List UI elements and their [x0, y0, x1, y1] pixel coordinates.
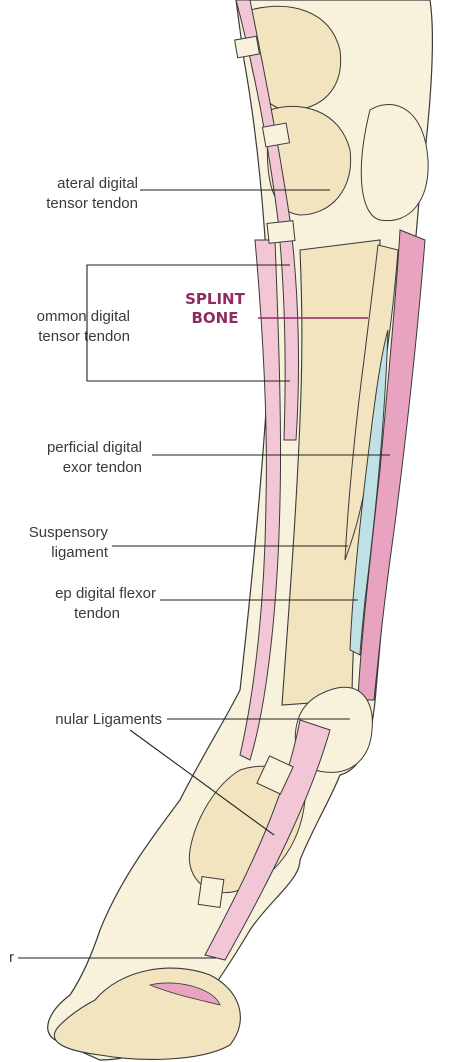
- label-common-extensor-line2: tensor tendon: [0, 327, 130, 347]
- label-splint-bone: SPLINT BONE: [176, 290, 254, 328]
- label-bottom: r: [0, 948, 14, 968]
- label-superficial-flexor-line2: exor tendon: [0, 458, 142, 478]
- annular-band-4: [262, 123, 289, 147]
- label-suspensory: Suspensory ligament: [0, 523, 108, 563]
- label-superficial-flexor: perficial digital exor tendon: [0, 438, 142, 478]
- annular-band-5: [267, 221, 295, 244]
- label-superficial-flexor-line1: perficial digital: [0, 438, 142, 458]
- label-lateral-extensor: ateral digital tensor tendon: [0, 174, 138, 214]
- label-splint-bone-line1: SPLINT: [176, 290, 254, 309]
- label-common-extensor-line1: ommon digital: [0, 307, 130, 327]
- label-annular-line1: nular Ligaments: [0, 710, 162, 730]
- carpal-bone-right: [361, 104, 428, 220]
- label-deep-flexor-line2: tendon: [0, 604, 156, 624]
- label-annular: nular Ligaments: [0, 710, 162, 730]
- label-common-extensor: ommon digital tensor tendon: [0, 307, 130, 347]
- label-deep-flexor: ep digital flexor tendon: [0, 584, 156, 624]
- label-lateral-extensor-line1: ateral digital: [0, 174, 138, 194]
- label-lateral-extensor-line2: tensor tendon: [0, 194, 138, 214]
- label-splint-bone-line2: BONE: [176, 309, 254, 328]
- annular-band-3: [235, 36, 260, 58]
- label-suspensory-line2: ligament: [0, 543, 108, 563]
- label-suspensory-line1: Suspensory: [0, 523, 108, 543]
- label-deep-flexor-line1: ep digital flexor: [0, 584, 156, 604]
- label-bottom-line1: r: [0, 948, 14, 968]
- annular-band-2: [198, 877, 224, 908]
